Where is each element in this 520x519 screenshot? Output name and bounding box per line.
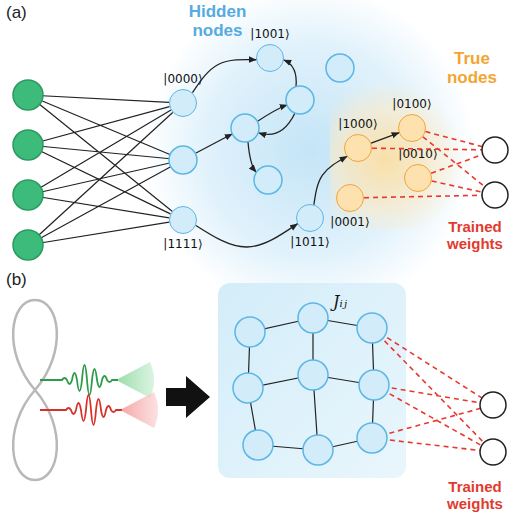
transition-arrow xyxy=(258,105,287,121)
output-node xyxy=(480,439,506,465)
transition-arrow xyxy=(248,142,256,172)
trained-weight-lines xyxy=(372,328,493,452)
hidden-node: |1111⟩ xyxy=(169,206,197,234)
state-label: |0000⟩ xyxy=(163,72,202,86)
state-label: |1000⟩ xyxy=(338,117,377,131)
node-region: True nodes |1000⟩ |0100⟩ |0001⟩ |0010⟩ xyxy=(330,45,500,230)
output-node xyxy=(482,137,508,163)
true-node: |0010⟩ xyxy=(404,164,432,192)
lattice-node xyxy=(298,303,328,333)
input-wires xyxy=(28,95,183,245)
output-node xyxy=(482,182,508,208)
true-node: |1000⟩ xyxy=(344,134,372,162)
input-arrow xyxy=(166,376,210,418)
trained-weight-lines xyxy=(364,132,495,198)
lattice-node xyxy=(298,360,328,390)
hidden-node xyxy=(254,166,282,194)
output-nodes xyxy=(482,137,508,208)
transition-arrow xyxy=(196,224,297,247)
fiber-loop xyxy=(13,300,57,480)
region-heading: Hidden nodes xyxy=(180,2,255,40)
node-region: Hidden nodes|0000⟩|1001⟩|1111⟩|1011⟩True… xyxy=(150,0,480,300)
hidden-node: |1001⟩ xyxy=(256,44,284,72)
hidden-node xyxy=(286,86,314,114)
hidden-node xyxy=(169,146,197,174)
input-node xyxy=(13,230,43,260)
transition-arrow xyxy=(196,134,232,153)
transition-arrow xyxy=(259,113,295,134)
hidden-node xyxy=(231,114,259,142)
coupling-lines xyxy=(248,318,374,450)
lattice-node xyxy=(357,313,387,343)
input-node xyxy=(13,80,43,110)
green-cone xyxy=(116,362,154,398)
state-label: |1001⟩ xyxy=(250,27,289,41)
true-node: |0001⟩ xyxy=(336,184,364,212)
panel-label: (b) xyxy=(6,270,27,290)
state-label: |0001⟩ xyxy=(330,215,369,229)
state-label: |0100⟩ xyxy=(392,97,431,111)
hidden-node: |0000⟩ xyxy=(169,89,197,117)
lattice-node xyxy=(357,423,387,453)
transition-arrow xyxy=(192,60,256,93)
lattice-node xyxy=(243,430,273,460)
lattice-node xyxy=(303,435,333,465)
hidden-node xyxy=(326,54,354,82)
output-nodes xyxy=(480,392,506,465)
lattice-nodes xyxy=(233,303,389,465)
hidden-arrows xyxy=(196,60,296,172)
state-label: |1011⟩ xyxy=(290,235,329,249)
transition-arrow xyxy=(284,60,296,87)
reservoir-box xyxy=(218,283,406,478)
input-node xyxy=(13,130,43,160)
transition-arrow xyxy=(371,133,399,143)
hidden-node: |1011⟩ xyxy=(296,204,324,232)
panel-label: (a) xyxy=(6,3,27,23)
unlabeled-hidden-nodes xyxy=(169,54,354,194)
lattice-node xyxy=(233,373,263,403)
state-label: |0010⟩ xyxy=(398,147,437,161)
lattice-node xyxy=(235,317,265,347)
red-pulse xyxy=(40,395,122,425)
red-cone xyxy=(120,392,158,428)
state-label: |1111⟩ xyxy=(163,237,202,251)
weights-label: Trained weights xyxy=(440,478,510,512)
transition-arrow xyxy=(314,156,347,204)
output-node xyxy=(480,392,506,418)
lattice-node xyxy=(359,370,389,400)
true-node: |0100⟩ xyxy=(398,114,426,142)
input-node xyxy=(13,180,43,210)
green-pulse xyxy=(40,365,118,395)
input-nodes xyxy=(13,80,43,260)
region-heading: True nodes xyxy=(442,49,502,87)
